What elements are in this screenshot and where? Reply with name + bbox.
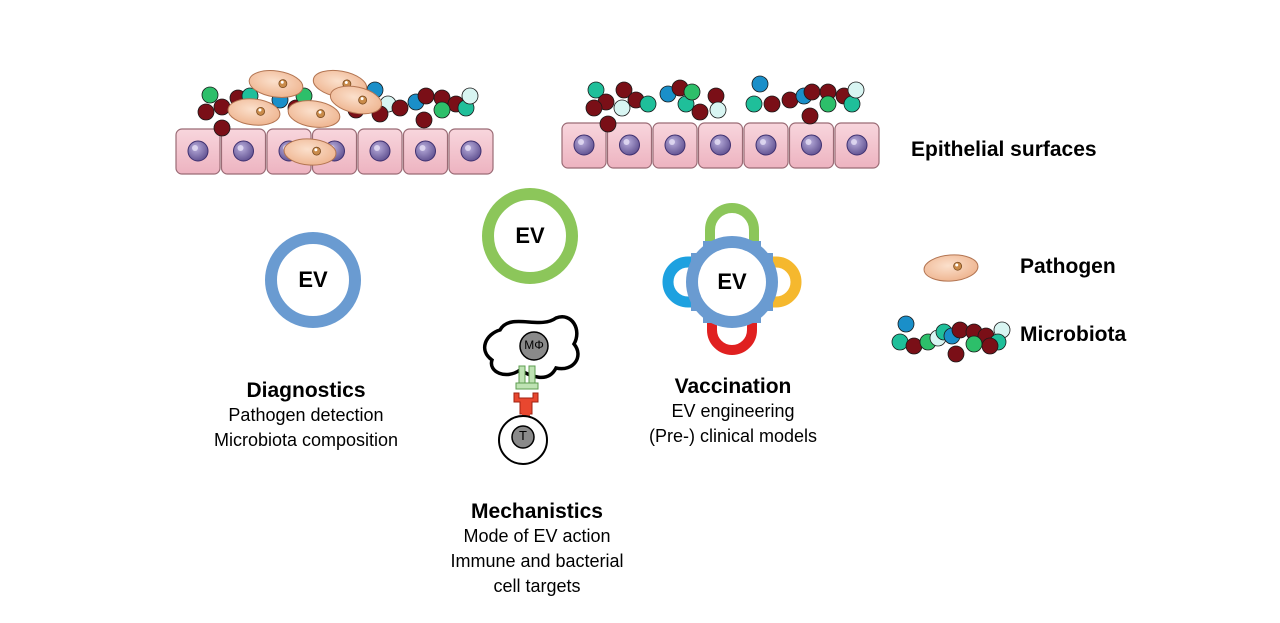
legend-microbiota-icon [891,315,1011,363]
epithelial-cell [448,128,494,175]
microbe [843,95,861,113]
microbe [709,101,727,119]
mechanistics-title: Mechanistics [471,500,603,523]
epithelial-cell [652,122,698,169]
microbe [803,83,821,101]
microbe [981,337,999,355]
microbe [781,91,799,109]
microbe [947,345,965,363]
diagnostics-title: Diagnostics [246,379,366,402]
section-mechanistics: Mechanistics Mode of EV action Immune an… [417,500,657,599]
antigen-arc-red [707,318,757,355]
microbe [801,107,819,125]
macrophage-label: MΦ [524,338,544,352]
microbe [613,99,631,117]
legend-pathogen-label: Pathogen [1020,255,1116,278]
microbe [213,119,231,137]
microbe [587,81,605,99]
microbe [585,99,603,117]
microbe [197,103,215,121]
microbe [391,99,409,117]
ev-diagnostics [265,232,361,328]
microbe [751,75,769,93]
microbe [891,333,909,351]
ev-vaccination [662,203,802,355]
epithelial-cell [220,128,267,175]
epithelial-cell [697,122,744,169]
microbe [417,87,435,105]
ev-mechanistics [482,188,578,284]
epithelial-cell [606,122,653,169]
mechanistics-line-1: Mode of EV action [463,526,611,546]
ev-label-diagnostics: EV [298,267,328,292]
ev-label-vaccination: EV [717,269,747,294]
epithelial-cell [834,122,880,169]
microbe [615,81,633,99]
microbe [201,86,219,104]
microbe [847,81,865,99]
t-cell [498,415,548,465]
mechanistics-line-3: cell targets [493,576,581,596]
epithelial-cell [357,128,403,175]
microbe [965,335,983,353]
vaccination-line-2: (Pre-) clinical models [648,426,818,446]
vaccination-line-1: EV engineering [671,401,795,421]
microbiota-cluster-right [585,75,865,133]
microbe [683,83,701,101]
microbe [433,101,451,119]
microbe [415,111,433,129]
legend-microbiota-label: Microbiota [1020,323,1127,346]
epithelial-cell [402,128,449,175]
mechanistics-line-2: Immune and bacterial [450,551,624,571]
pathogen [227,98,281,126]
receptor-complex [513,365,539,418]
microbe [897,315,915,333]
epithelial-cell [743,122,789,169]
microbe [905,337,923,355]
epithelial-cell [788,122,835,169]
pathogen [248,70,304,98]
section-vaccination: Vaccination EV engineering (Pre-) clinic… [613,375,853,449]
diagnostics-line-1: Pathogen detection [228,405,384,425]
microbe [763,95,781,113]
section-diagnostics: Diagnostics Pathogen detection Microbiot… [186,379,426,453]
microbe [745,95,763,113]
epithelial-cell [561,122,607,169]
tcell-label: T [519,428,527,443]
microbe [599,115,617,133]
antigen-arc-green [705,203,759,245]
antigen-arc-yellow [764,256,802,308]
label-epithelial-surfaces: Epithelial surfaces [911,138,1097,161]
epithelial-layer-right [561,122,880,169]
legend-pathogen-icon [923,254,979,282]
pathogen [329,85,383,115]
microbe [639,95,657,113]
microbe [691,103,709,121]
epithelial-cell [175,128,221,175]
vaccination-title: Vaccination [674,375,792,398]
pathogen-cluster [227,69,383,166]
microbe [707,87,725,105]
microbe [461,87,479,105]
pathogen [287,100,341,128]
microbe [819,95,837,113]
antigen-arc-blue [662,256,700,308]
diagnostics-line-2: Microbiota composition [213,430,399,450]
pathogen-legend-shape [923,254,979,282]
microbe [213,98,231,116]
pathogen [283,138,337,166]
ev-label-mechanistics: EV [515,223,545,248]
microbe [951,321,969,339]
macrophage-cell [482,315,580,379]
